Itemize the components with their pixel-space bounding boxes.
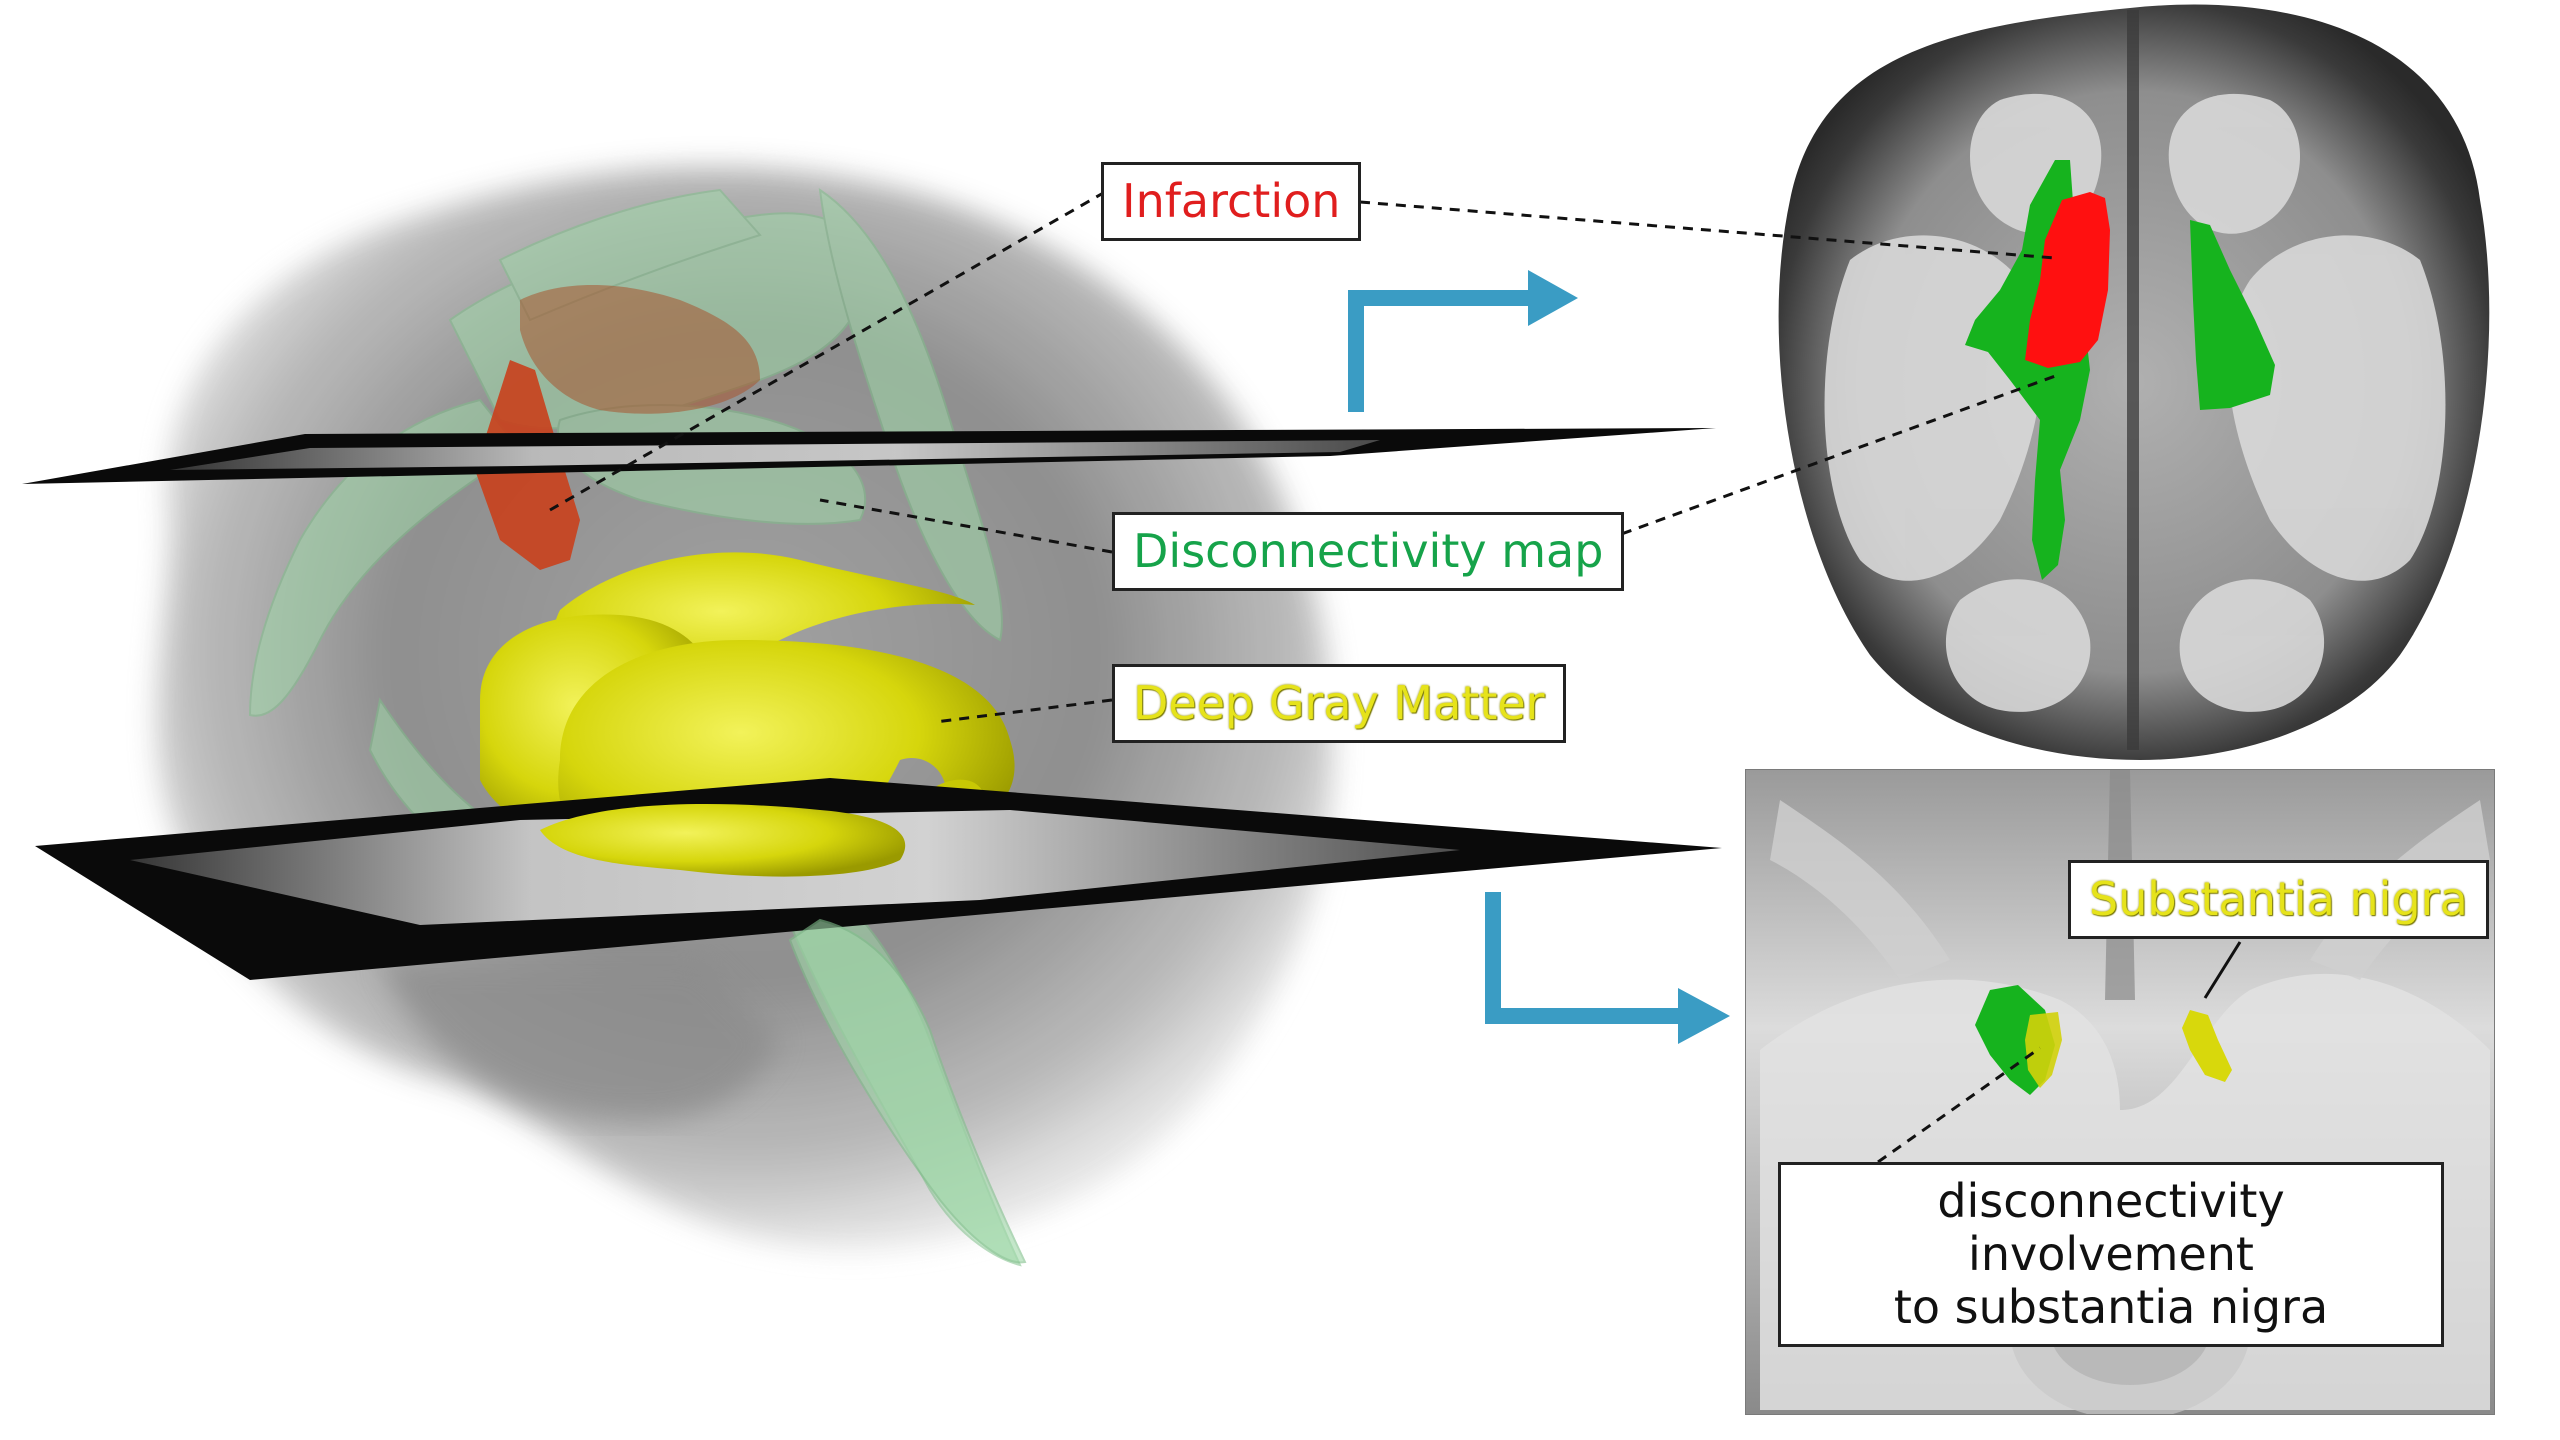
label-infarction: Infarction	[1101, 162, 1362, 241]
arrow-to-midbrain-head	[1678, 988, 1730, 1044]
axial-disconnectivity-right	[2190, 220, 2275, 410]
brainstem-tract	[788, 918, 1027, 1264]
leader-infarction-axial	[1359, 200, 2056, 260]
axial-infarction	[2025, 192, 2110, 368]
interhemispheric-fissure	[2127, 10, 2139, 750]
label-substantia-nigra: Substantia nigra	[2068, 860, 2489, 939]
substantia-nigra-right	[2182, 1010, 2232, 1082]
leader-dgm	[934, 698, 1113, 724]
upper-slice-image	[170, 440, 1380, 470]
label-disconnectivity-map: Disconnectivity map	[1112, 512, 1625, 591]
label-involvement-line2: to substantia nigra	[1893, 1279, 2329, 1334]
leader-involvement	[1877, 1046, 2041, 1164]
deep-gray-matter-3d-lower	[540, 804, 906, 877]
label-deep-gray-matter: Deep Gray Matter	[1112, 664, 1566, 743]
arrow-to-axial-slice-head	[1528, 270, 1578, 326]
brain-3d-rendering	[22, 167, 1722, 1267]
leader-substantia-nigra	[2203, 941, 2242, 999]
label-involvement-line1: disconnectivity involvement	[1937, 1174, 2285, 1281]
label-disconnectivity-involvement: disconnectivity involvement to substanti…	[1778, 1162, 2444, 1347]
leader-lines	[549, 190, 2059, 1164]
leader-disconn-axial	[1604, 373, 2059, 542]
leader-disconn-3d	[819, 498, 1113, 554]
infarction-3d-upper	[520, 285, 760, 414]
arrow-to-midbrain	[1485, 892, 1680, 1024]
substantia-nigra-left	[2025, 1012, 2062, 1088]
cerebellum	[380, 960, 780, 1120]
axial-slice-panel	[1778, 4, 2490, 761]
arrow-to-axial-slice	[1348, 290, 1530, 412]
